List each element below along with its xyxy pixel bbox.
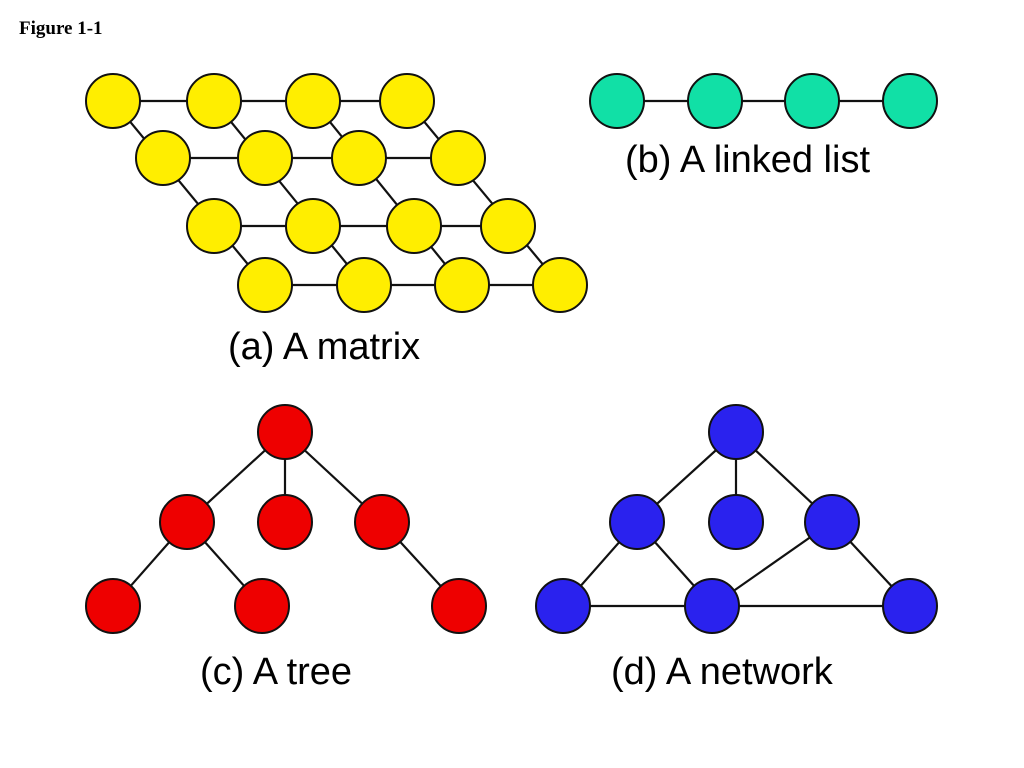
linked-list-diagram: (b) A linked list — [589, 73, 938, 181]
network-node — [882, 578, 938, 634]
matrix-node — [430, 130, 486, 186]
matrix-node — [237, 130, 293, 186]
network-node — [708, 494, 764, 550]
matrix-node — [237, 257, 293, 313]
matrix-diagram: (a) A matrix — [85, 73, 588, 368]
matrix-node — [336, 257, 392, 313]
matrix-node — [532, 257, 588, 313]
linked-list-caption: (b) A linked list — [625, 139, 870, 181]
matrix-caption: (a) A matrix — [228, 326, 420, 368]
tree-leaf-node — [431, 578, 487, 634]
network-node — [708, 404, 764, 460]
matrix-edges — [112, 99, 561, 287]
linked-list-node — [784, 73, 840, 129]
linked-list-node — [589, 73, 645, 129]
linked-list-node — [687, 73, 743, 129]
figure-label: Figure 1-1 — [19, 18, 103, 39]
network-node — [535, 578, 591, 634]
network-node — [804, 494, 860, 550]
matrix-node — [480, 198, 536, 254]
tree-node — [159, 494, 215, 550]
tree-diagram: (c) A tree — [85, 404, 487, 693]
network-caption: (d) A network — [611, 651, 834, 693]
matrix-node — [434, 257, 490, 313]
tree-root-node — [257, 404, 313, 460]
tree-leaf-node — [234, 578, 290, 634]
tree-caption: (c) A tree — [200, 651, 352, 693]
matrix-node — [285, 198, 341, 254]
tree-leaf-node — [85, 578, 141, 634]
matrix-node — [331, 130, 387, 186]
matrix-node — [85, 73, 141, 129]
matrix-node — [186, 73, 242, 129]
tree-node — [257, 494, 313, 550]
matrix-node — [186, 198, 242, 254]
matrix-node — [135, 130, 191, 186]
network-node — [609, 494, 665, 550]
linked-list-node — [882, 73, 938, 129]
matrix-node — [379, 73, 435, 129]
matrix-node — [386, 198, 442, 254]
network-node — [684, 578, 740, 634]
network-diagram: (d) A network — [535, 404, 938, 693]
matrix-nodes — [85, 73, 588, 313]
matrix-node — [285, 73, 341, 129]
tree-node — [354, 494, 410, 550]
